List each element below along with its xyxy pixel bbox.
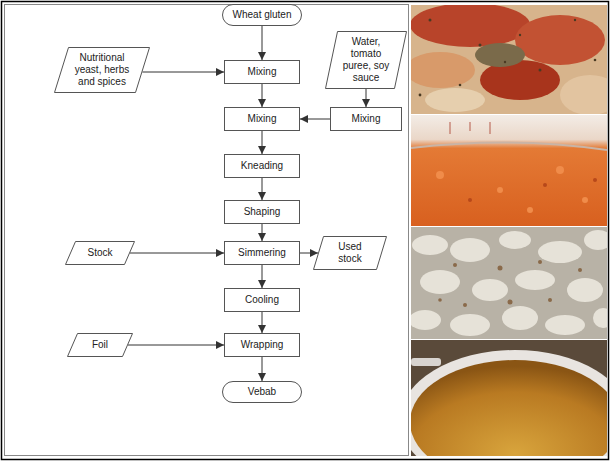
process-box: Cooling (224, 288, 300, 312)
node-label: Foil (92, 339, 108, 351)
node-label: Mixing (248, 66, 277, 78)
node-label: Kneading (241, 160, 283, 172)
node-label: Wrapping (241, 339, 284, 351)
node-label: Wheat gluten (233, 9, 292, 21)
node-label: Used stock (327, 241, 373, 265)
node-label: Cooling (245, 294, 279, 306)
node-label: Simmering (238, 247, 286, 259)
process-box: Mixing (224, 60, 300, 84)
io-parallelogram: Used stock (313, 236, 387, 270)
process-box: Kneading (224, 154, 300, 178)
flowchart-panel (5, 5, 409, 456)
io-parallelogram: Foil (67, 333, 133, 357)
node-label: Mixing (248, 113, 277, 125)
io-parallelogram: Water, tomato puree, soy sauce (325, 31, 407, 89)
process-box: Mixing (224, 107, 300, 131)
flow-arrow (262, 178, 263, 200)
flow-arrow (142, 72, 224, 73)
io-parallelogram: Stock (65, 241, 135, 265)
node-label: Stock (87, 247, 112, 259)
process-box: Mixing (330, 107, 402, 131)
node-label: Mixing (352, 113, 381, 125)
spices-photo (411, 5, 607, 114)
process-box: Shaping (224, 200, 300, 224)
flow-arrow (262, 26, 263, 60)
stock-photo (411, 340, 607, 456)
terminator: Vebab (222, 381, 302, 403)
gluten-photo (411, 227, 607, 339)
flow-arrow (262, 265, 263, 288)
flow-arrow (262, 84, 263, 107)
liquid-photo (411, 115, 607, 226)
flow-arrow (366, 89, 367, 107)
node-label: Vebab (248, 386, 276, 398)
process-box: Wrapping (224, 333, 300, 357)
flow-arrow (130, 253, 224, 254)
flow-arrow (300, 253, 318, 254)
flow-arrow (262, 224, 263, 241)
node-label: Nutritional yeast, herbs and spices (72, 52, 132, 88)
flow-arrow (300, 119, 330, 120)
flow-arrow (262, 131, 263, 154)
node-label: Shaping (244, 206, 281, 218)
flow-arrow (262, 357, 263, 381)
flow-arrow (262, 312, 263, 333)
node-label: Water, tomato puree, soy sauce (341, 36, 391, 84)
process-box: Simmering (224, 241, 300, 265)
flow-arrow (128, 345, 224, 346)
io-parallelogram: Nutritional yeast, herbs and spices (54, 47, 150, 93)
terminator: Wheat gluten (222, 4, 302, 26)
